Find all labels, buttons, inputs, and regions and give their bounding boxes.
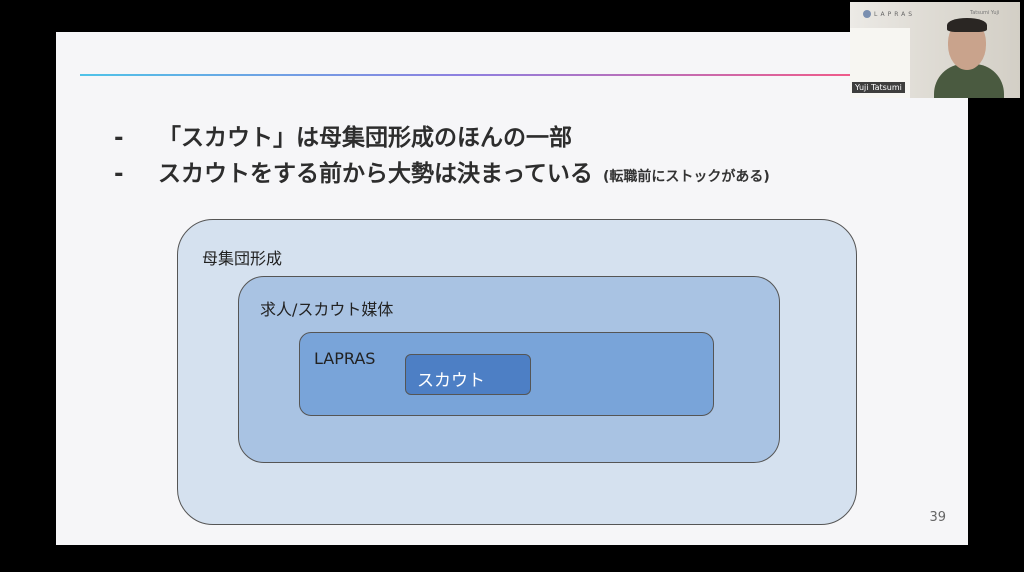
bullet-1: - 「スカウト」は母集団形成のほんの一部: [114, 118, 572, 152]
diagram-core-box: [405, 354, 531, 395]
bullet-dash: -: [114, 161, 124, 187]
title-accent-line: [80, 74, 850, 76]
logo-icon: [863, 10, 871, 18]
diagram-middle-label: 求人/スカウト媒体: [260, 300, 394, 319]
bullet-text: スカウトをする前から大勢は決まっている: [158, 161, 593, 187]
bullet-2: - スカウトをする前から大勢は決まっている (転職前にストックがある): [114, 154, 770, 188]
webcam-video-tile[interactable]: LAPRAS Tatsumi Yuji Yuji Tatsumi: [850, 2, 1020, 98]
bullet-dash: -: [114, 125, 124, 151]
diagram-core-label: スカウト: [417, 371, 485, 391]
speaker-hair: [947, 18, 987, 32]
webcam-logo-text: LAPRAS: [874, 11, 916, 18]
bullet-text: 「スカウト」は母集団形成のほんの一部: [158, 125, 572, 151]
participant-name-tag: Yuji Tatsumi: [852, 82, 905, 93]
bullet-note: (転職前にストックがある): [602, 169, 770, 185]
diagram-outer-label: 母集団形成: [202, 249, 283, 268]
webcam-small-text: Tatsumi Yuji: [970, 10, 1000, 16]
page-number: 39: [929, 510, 946, 525]
presentation-slide: - 「スカウト」は母集団形成のほんの一部 - スカウトをする前から大勢は決まっている…: [56, 32, 968, 545]
diagram-inner-label: LAPRAS: [314, 349, 376, 368]
